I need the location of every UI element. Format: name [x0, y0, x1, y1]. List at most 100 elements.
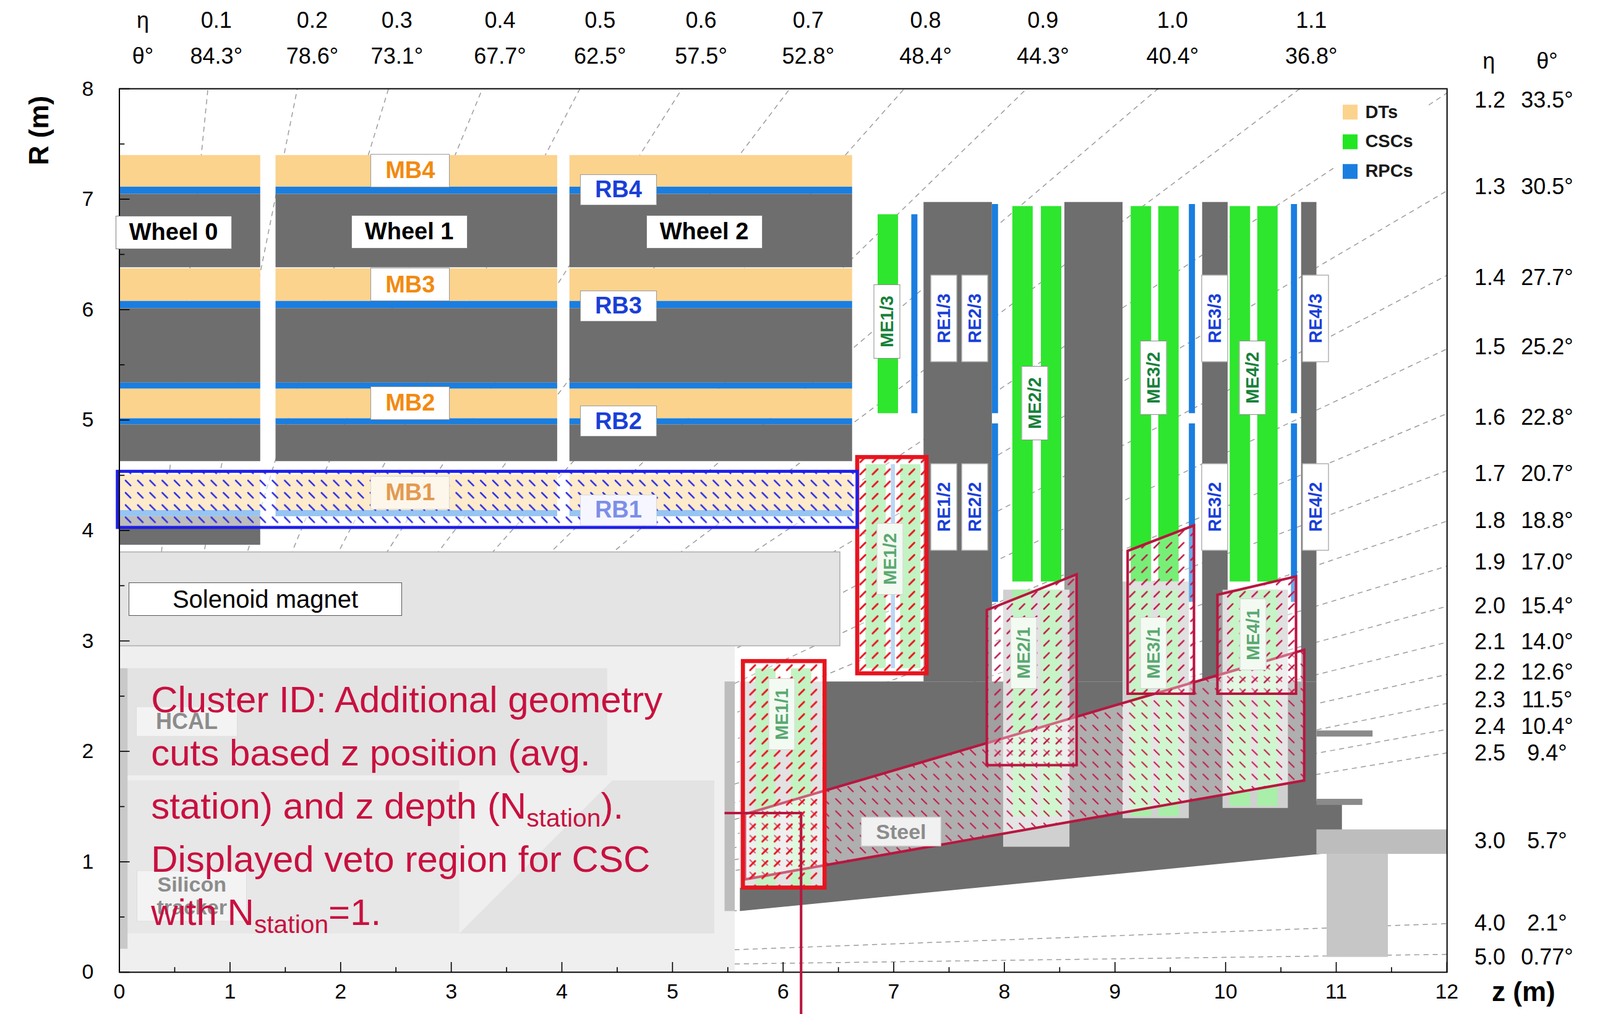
tick-mark — [119, 309, 130, 311]
theta-value: 14.0° — [1520, 628, 1573, 655]
csc-station-label: ME1/2 — [876, 523, 903, 595]
eta-line — [119, 89, 1448, 973]
node-text: Wheel 1 — [364, 218, 454, 246]
eta-value: 1.4 — [1474, 264, 1506, 291]
theta-value: 18.8° — [1520, 507, 1573, 534]
tick-label: 3 — [445, 979, 458, 1004]
eta-lines — [119, 89, 1448, 973]
eta-value: 1.6 — [1474, 404, 1506, 430]
tick-label: 8 — [998, 979, 1010, 1004]
veto-box-hatch — [117, 471, 858, 528]
component-label: Solenoid magnet — [128, 582, 403, 617]
dt-chamber — [119, 155, 261, 187]
return-yoke — [119, 308, 261, 383]
veto-box-outline — [117, 471, 858, 528]
tick-label: 0 — [113, 979, 126, 1004]
tick-label: 4 — [81, 518, 94, 543]
node-text: Steel — [875, 819, 926, 844]
return-yoke — [275, 308, 558, 383]
dt-chamber — [275, 155, 558, 187]
theta-value: 84.3° — [190, 43, 243, 69]
rpc-station-label: RE2/2 — [961, 463, 988, 552]
rpc-chamber — [992, 204, 999, 414]
legend-swatch — [1342, 134, 1358, 150]
tick-mark — [119, 530, 130, 532]
tick-mark — [119, 364, 125, 366]
subscript: station — [254, 910, 329, 939]
tick-mark — [616, 967, 618, 973]
tick-label: 1 — [81, 849, 94, 874]
dt-chamber — [275, 389, 558, 419]
veto-region-fill — [1217, 576, 1296, 694]
return-yoke — [275, 424, 558, 461]
theta-value: 30.5° — [1520, 173, 1573, 200]
tick-label: 11 — [1325, 979, 1348, 1004]
node-text: ME2/2 — [1024, 377, 1045, 430]
support-bar — [1316, 730, 1374, 737]
leader-line — [724, 813, 802, 1014]
eta-value: 1.2 — [1474, 87, 1506, 113]
forward-shield — [1316, 829, 1448, 855]
theta-value: 73.1° — [371, 43, 424, 69]
csc-station-label: ME1/3 — [873, 284, 900, 359]
calorimeter-region — [119, 645, 735, 973]
tick-mark — [1169, 967, 1171, 973]
rpc-chamber — [1188, 204, 1195, 414]
tick-label: 2 — [334, 979, 347, 1004]
eta-value: 0.1 — [201, 7, 232, 33]
theta-value: 62.5° — [573, 43, 626, 69]
eta-value: 2.5 — [1474, 740, 1506, 766]
tick-label: 8 — [81, 76, 94, 101]
endcap-disk — [923, 202, 993, 683]
eta-line — [119, 89, 1448, 973]
eta-line — [119, 89, 1448, 973]
eta-value: 3.0 — [1474, 828, 1506, 854]
eta-value: 0.4 — [484, 7, 516, 33]
rpc-chamber — [275, 301, 558, 309]
node-text: RE2/2 — [964, 482, 985, 533]
veto-box-fill — [742, 661, 825, 888]
tick-mark — [119, 143, 125, 145]
eta-line — [119, 89, 1012, 973]
node-text: ME3/1 — [1142, 627, 1164, 680]
eta-value: 2.0 — [1474, 593, 1506, 619]
node-text: RE1/3 — [933, 293, 955, 344]
tick-label: 0 — [81, 960, 94, 985]
rpc-station-label: RB2 — [580, 405, 657, 437]
rpc-chamber — [119, 382, 261, 390]
eta-line — [119, 89, 1448, 973]
node-text: ME4/2 — [1241, 351, 1263, 404]
tick-label: 10 — [1214, 979, 1238, 1004]
plot-frame — [119, 89, 1448, 973]
node-text: ME4/1 — [1243, 608, 1264, 661]
theta-value: 0.77° — [1520, 944, 1573, 970]
callout-text: =1. — [328, 891, 381, 934]
node-text: MB2 — [385, 389, 435, 417]
dt-station-label: MB4 — [370, 154, 450, 188]
tick-mark — [119, 585, 125, 587]
tick-mark — [1225, 962, 1227, 973]
eta-line — [119, 158, 1448, 973]
tick-mark — [340, 962, 342, 973]
theta-value: 52.8° — [782, 43, 835, 69]
eta-value: 5.0 — [1474, 944, 1506, 970]
theta-value: 20.7° — [1520, 460, 1573, 487]
endcap-disk — [1301, 202, 1317, 683]
veto-region-fill — [1127, 525, 1194, 694]
node-text: RE1/2 — [933, 482, 955, 533]
rpc-station-label: RE4/3 — [1301, 274, 1329, 362]
rpc-station-label: RE3/3 — [1201, 274, 1228, 362]
calorimeter-plate — [724, 681, 736, 912]
veto-region-outline — [987, 574, 1077, 766]
legend-ground — [1334, 97, 1429, 189]
eta-value: 1.3 — [1474, 173, 1506, 200]
eta-value: 2.2 — [1474, 659, 1506, 686]
axis-title: R (m) — [22, 95, 55, 166]
eta-value: 2.3 — [1474, 687, 1506, 713]
tick-label: 12 — [1434, 979, 1459, 1004]
wheel-label: Wheel 1 — [351, 215, 468, 249]
rpc-station-label: RE1/2 — [930, 463, 958, 552]
eta-line — [119, 89, 1448, 973]
node-text: RB3 — [594, 292, 642, 320]
theta-value: 5.7° — [1527, 828, 1567, 854]
